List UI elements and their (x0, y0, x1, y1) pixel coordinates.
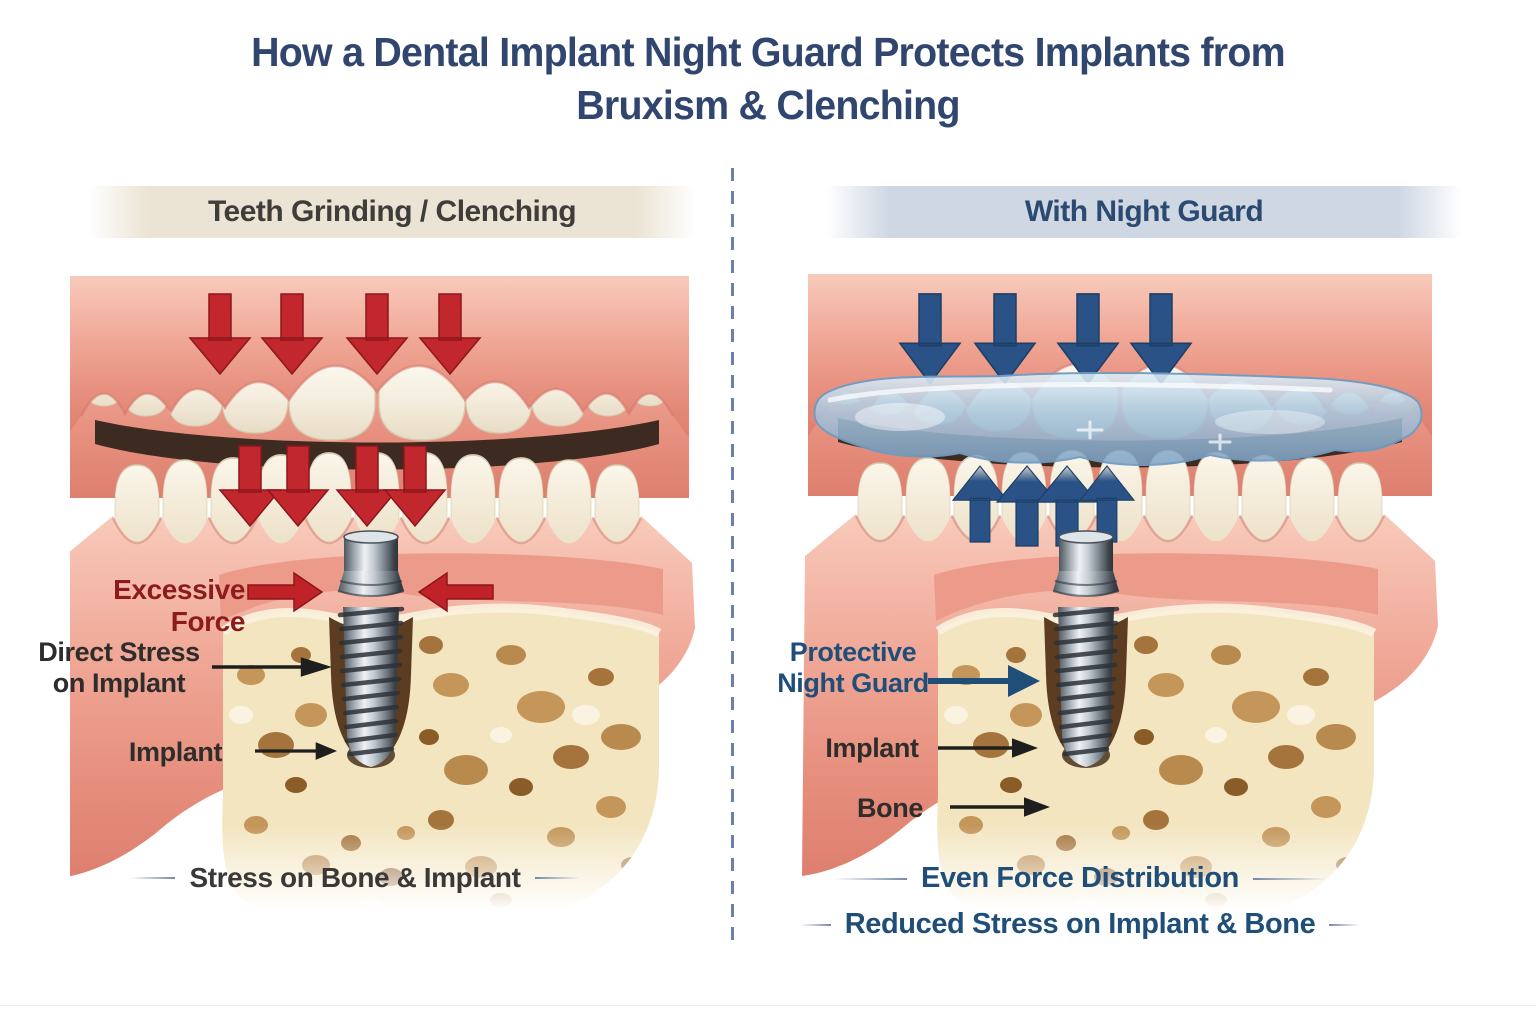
direct-stress-label: Direct Stress on Implant (38, 637, 200, 699)
page-bottom-rule (0, 1005, 1536, 1006)
caption-line-decoration (1329, 923, 1360, 926)
implant-label-right: Implant (825, 733, 919, 763)
right-panel-caption-2: Reduced Stress on Implant & Bone (800, 908, 1360, 941)
page-title: How a Dental Implant Night Guard Protect… (31, 26, 1506, 133)
caption-line-decoration (534, 877, 580, 879)
night-guard (813, 371, 1423, 466)
right-panel-caption-1: Even Force Distribution (830, 862, 1330, 895)
protective-night-guard-label: Protective Night Guard (777, 637, 929, 699)
caption-line-decoration (1252, 877, 1327, 880)
caption-line-decoration (833, 877, 908, 880)
bone-label: Bone (857, 793, 923, 823)
right-illustration-night-guard (790, 250, 1450, 950)
page-title-line1: How a Dental Implant Night Guard Protect… (251, 29, 1285, 75)
page-title-line2: Bruxism & Clenching (576, 82, 960, 129)
caption-line-decoration (130, 877, 176, 879)
implant-label-left: Implant (128, 737, 223, 767)
excessive-force-label: Excessive Force (113, 574, 245, 638)
panel-divider (731, 168, 734, 950)
left-panel-header: Teeth Grinding / Clenching (88, 186, 696, 238)
right-panel-header: With Night Guard (826, 186, 1462, 238)
caption-line-decoration (800, 923, 831, 926)
night-guard-pointer-arrow (928, 665, 1040, 697)
left-panel-caption: Stress on Bone & Implant (130, 862, 580, 894)
